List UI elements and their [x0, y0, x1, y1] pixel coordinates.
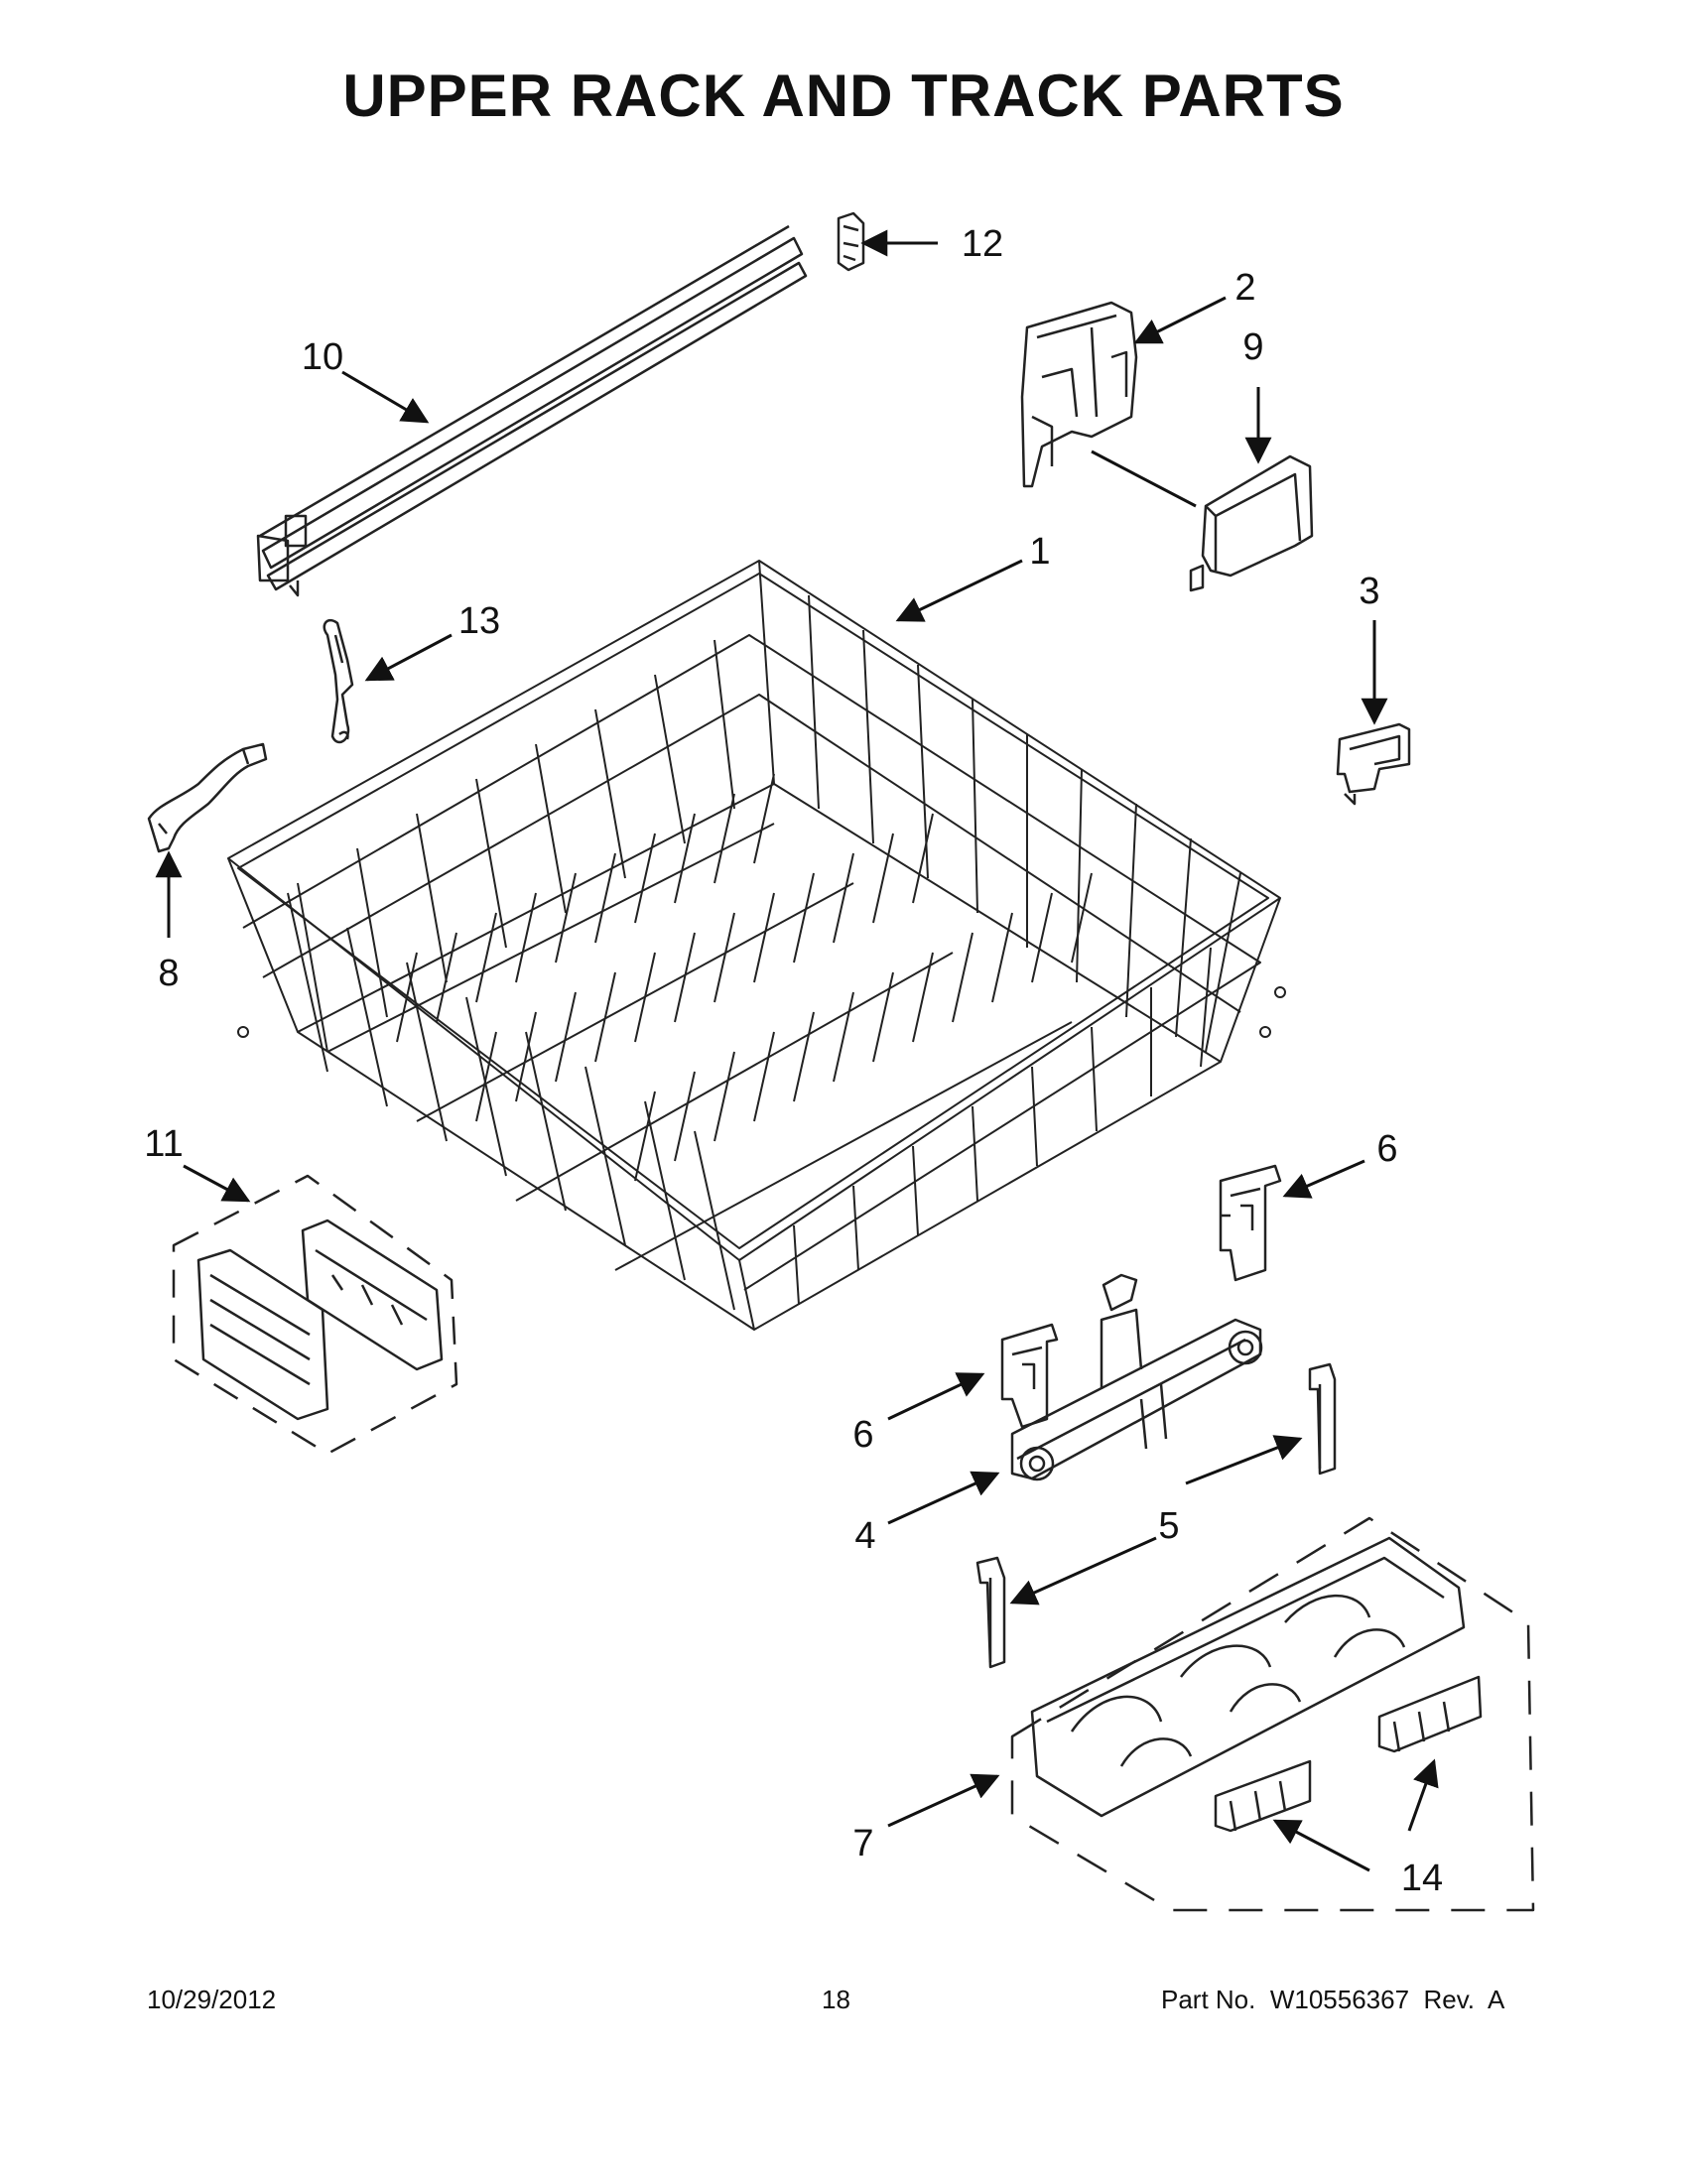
- part-13-lever: [323, 618, 354, 744]
- part-2-adjuster-housing: [1020, 301, 1138, 488]
- callout-6-upper: 6: [1376, 1128, 1397, 1170]
- callout-4: 4: [854, 1515, 875, 1557]
- footer-page-number: 18: [822, 1985, 850, 2014]
- callout-3: 3: [1359, 571, 1379, 612]
- callout-12: 12: [962, 223, 1003, 265]
- part-6-guide-upper: [1219, 1164, 1282, 1282]
- callout-14: 14: [1401, 1858, 1443, 1899]
- part-5-stop-left: [975, 1556, 1006, 1669]
- part-3-clip: [1336, 722, 1411, 806]
- callout-11: 11: [144, 1123, 183, 1165]
- page-title: UPPER RACK AND TRACK PARTS: [342, 63, 1345, 129]
- part-7-tray-group: [1010, 1516, 1535, 1912]
- part-8-adjuster-lever: [147, 742, 268, 853]
- callout-8: 8: [158, 953, 179, 994]
- part-12-track-stop: [837, 211, 865, 272]
- callout-7: 7: [852, 1823, 873, 1864]
- callout-5: 5: [1158, 1505, 1179, 1547]
- part-4-track-assembly: [1010, 1273, 1263, 1481]
- part-10-rack-track: [256, 224, 808, 597]
- leader-lines: [155, 229, 1439, 1872]
- callout-10: 10: [302, 336, 343, 378]
- part-1-upper-rack: [227, 560, 1286, 1331]
- callout-9: 9: [1242, 326, 1263, 368]
- part-6-guide-lower: [1000, 1323, 1059, 1429]
- part-11-kit-group: [172, 1174, 458, 1456]
- callout-labels: 12 2 9 10 1 3 13 8 11 6 6 4 5 7 14: [144, 223, 1443, 1899]
- callout-1: 1: [1029, 531, 1050, 573]
- footer-part-number: Part No. W10556367 Rev. A: [1161, 1985, 1505, 2014]
- part-9-clip: [1189, 454, 1314, 592]
- callout-13: 13: [458, 600, 500, 642]
- callout-2: 2: [1234, 267, 1255, 309]
- callout-6-lower: 6: [852, 1414, 873, 1456]
- part-5-stop-right: [1308, 1362, 1337, 1476]
- footer-date: 10/29/2012: [147, 1985, 277, 2014]
